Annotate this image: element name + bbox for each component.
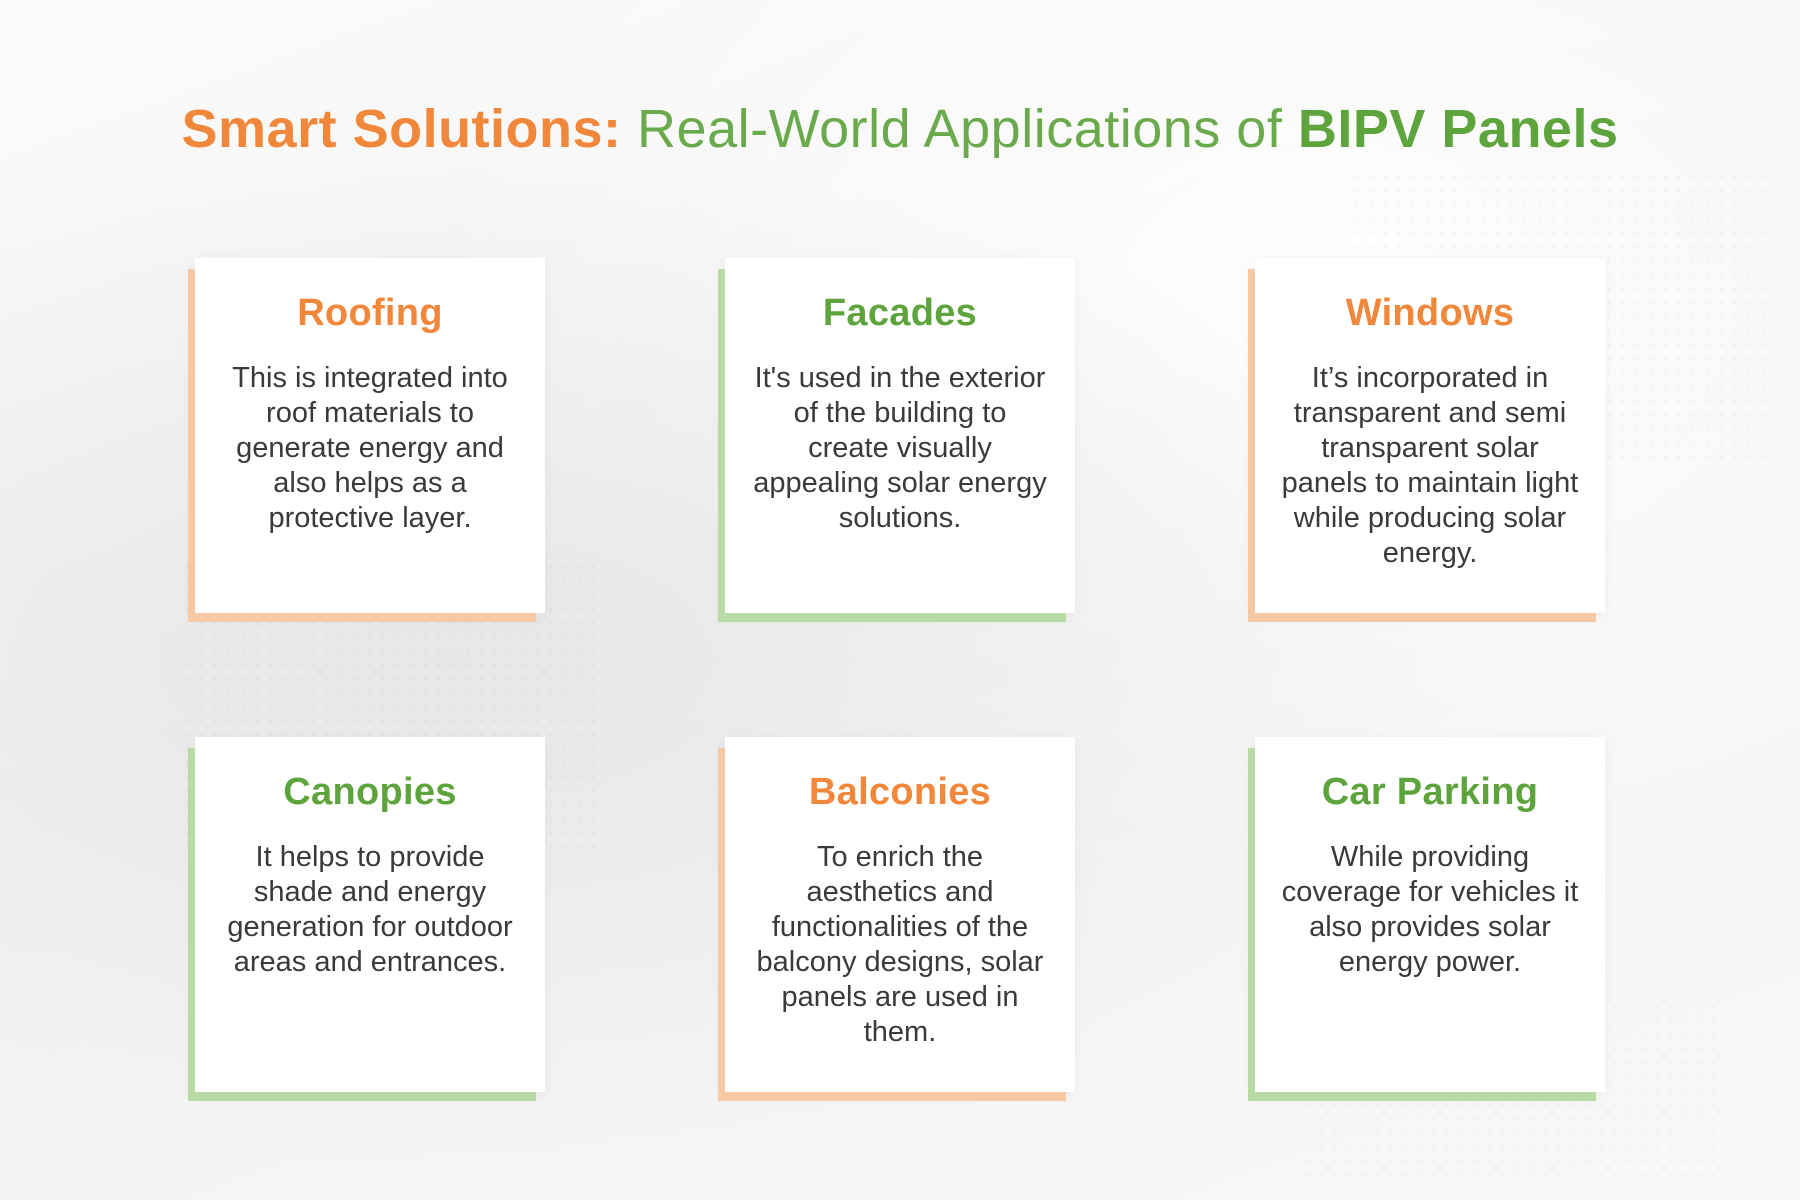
- title-emphasis: BIPV Panels: [1297, 99, 1619, 159]
- title-highlight: Smart Solutions:: [181, 99, 622, 159]
- card-heading: Balconies: [808, 771, 992, 813]
- card-description: It’s incorporated in transparent and sem…: [1281, 362, 1579, 569]
- card-heading: Windows: [1345, 292, 1515, 334]
- card-description: To enrich the aesthetics and functionali…: [756, 841, 1044, 1048]
- card-heading: Canopies: [283, 771, 457, 813]
- page-title: Smart Solutions: Real-World Applications…: [0, 98, 1800, 160]
- title-middle: Real-World Applications of: [621, 99, 1298, 159]
- card-facades: Facades It's used in the exterior of the…: [725, 258, 1075, 613]
- card-canopies: Canopies It helps to provide shade and e…: [195, 737, 545, 1092]
- card-heading: Facades: [822, 292, 978, 334]
- card-description: While providing coverage for vehicles it…: [1281, 841, 1579, 978]
- card-heading: Car Parking: [1321, 771, 1539, 813]
- card-car-parking: Car Parking While providing coverage for…: [1255, 737, 1605, 1092]
- card-description: It helps to provide shade and energy gen…: [227, 841, 513, 978]
- card-windows: Windows It’s incorporated in transparent…: [1255, 258, 1605, 613]
- card-balconies: Balconies To enrich the aesthetics and f…: [725, 737, 1075, 1092]
- card-description: This is integrated into roof materials t…: [232, 362, 508, 534]
- card-description: It's used in the exterior of the buildin…: [753, 362, 1047, 534]
- card-roofing: Roofing This is integrated into roof mat…: [195, 258, 545, 613]
- card-heading: Roofing: [297, 292, 443, 334]
